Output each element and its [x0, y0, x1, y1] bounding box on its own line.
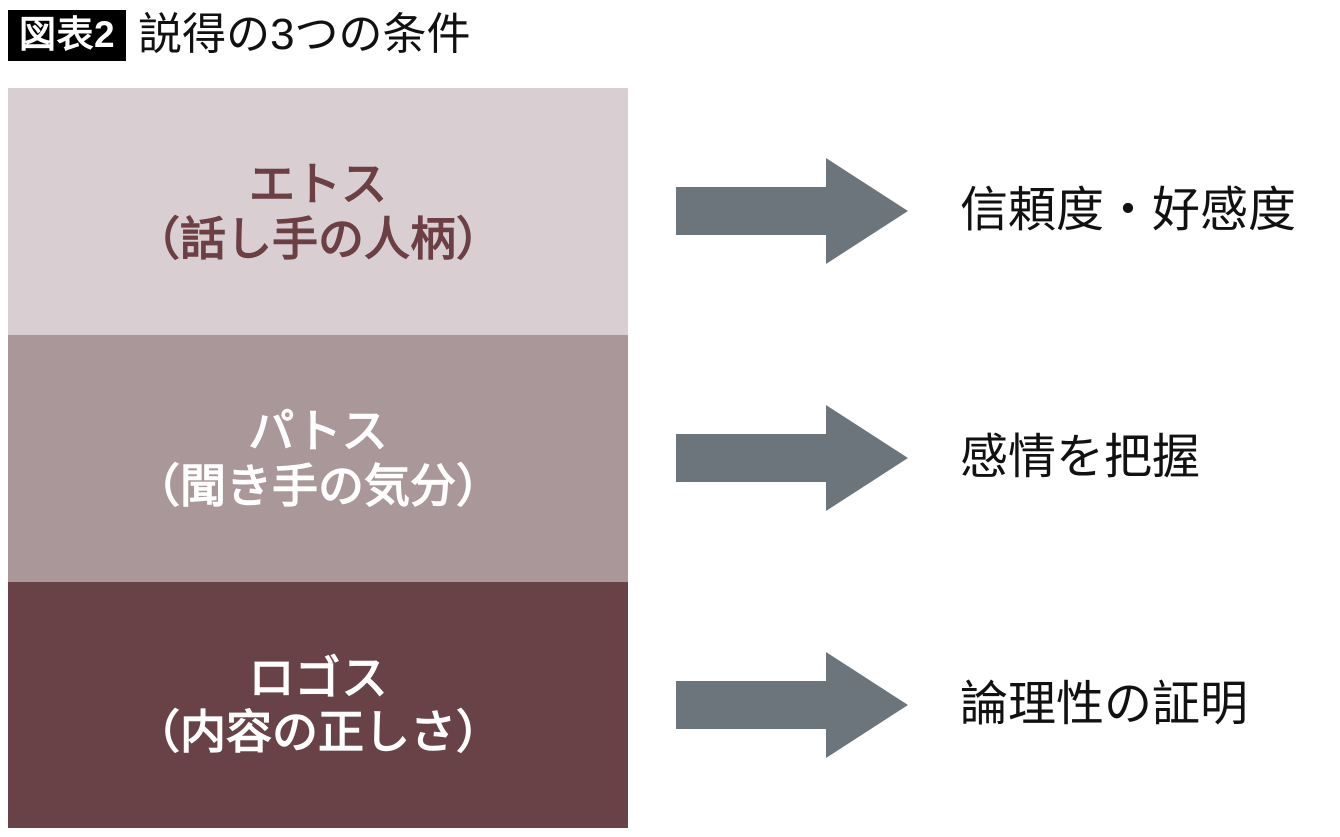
- figure-number-badge: 図表2: [8, 9, 127, 61]
- right-arrow-icon: [676, 158, 908, 264]
- arrow-row-ethos: 信頼度・好感度: [676, 156, 1340, 266]
- arrow-label-pathos: 感情を把握: [960, 431, 1201, 484]
- block-pathos: パトス （聞き手の気分）: [8, 335, 628, 582]
- figure-header: 図表2 説得の3つの条件: [8, 4, 471, 66]
- block-pathos-subtitle: （聞き手の気分）: [134, 459, 502, 512]
- block-ethos: エトス （話し手の人柄）: [8, 88, 628, 335]
- block-ethos-subtitle: （話し手の人柄）: [134, 212, 502, 265]
- block-logos: ロゴス （内容の正しさ）: [8, 582, 628, 828]
- right-arrow-icon: [676, 405, 908, 511]
- arrow-row-logos: 論理性の証明: [676, 650, 1340, 760]
- arrow-label-logos: 論理性の証明: [960, 678, 1249, 731]
- right-arrow-icon: [676, 652, 908, 758]
- block-logos-subtitle: （内容の正しさ）: [134, 706, 502, 758]
- persuasion-blocks-column: エトス （話し手の人柄） パトス （聞き手の気分） ロゴス （内容の正しさ）: [8, 88, 628, 828]
- arrow-label-ethos: 信頼度・好感度: [960, 184, 1297, 237]
- arrow-row-pathos: 感情を把握: [676, 403, 1340, 513]
- block-ethos-title: エトス: [249, 158, 387, 211]
- page-title: 説得の3つの条件: [138, 10, 471, 59]
- block-pathos-title: パトス: [248, 405, 388, 458]
- block-logos-title: ロゴス: [248, 651, 388, 704]
